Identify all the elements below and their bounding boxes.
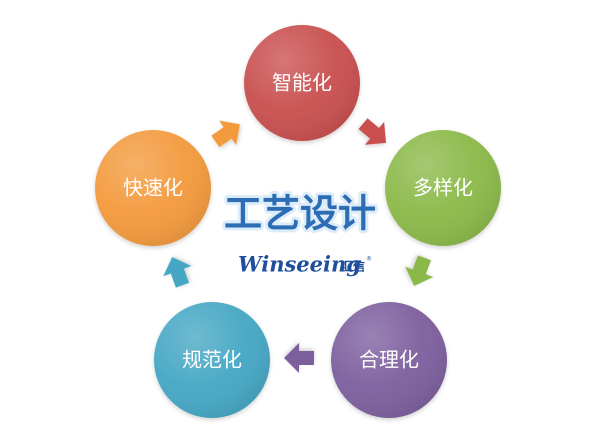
cycle-node-shading — [154, 302, 270, 418]
flow-arrow — [211, 120, 240, 148]
cycle-node-shading — [331, 302, 447, 418]
flow-arrow-shape — [211, 120, 240, 148]
cycle-node: 快速化 — [95, 130, 211, 246]
cycle-node-shading — [385, 130, 501, 246]
brand-registered-mark: ® — [366, 256, 372, 263]
cycle-node-label: 智能化 — [272, 71, 332, 95]
cycle-node-label: 合理化 — [359, 348, 419, 372]
cycle-node: 规范化 — [154, 302, 270, 418]
cycle-node-label: 快速化 — [123, 176, 183, 200]
center-block: 工艺设计 Winseeing 汇信 ® — [221, 189, 379, 277]
cycle-node-label: 多样化 — [413, 176, 473, 200]
flow-arrow-shape — [284, 343, 314, 373]
brand-logo-text: Winseeing — [238, 252, 361, 277]
flow-arrow — [405, 255, 434, 286]
cycle-node-label: 规范化 — [182, 348, 242, 372]
flow-arrow-shape — [358, 118, 387, 145]
center-title: 工艺设计 — [224, 192, 376, 236]
brand-logo-cn: 汇信 — [341, 259, 365, 274]
flow-arrow-shape — [405, 255, 434, 286]
cycle-node-shading — [95, 130, 211, 246]
flow-arrow-shape — [163, 257, 192, 288]
arrows-layer — [163, 118, 434, 373]
flow-arrow — [358, 118, 387, 145]
cycle-node: 多样化 — [385, 130, 501, 246]
cycle-node: 合理化 — [331, 302, 447, 418]
cycle-node: 智能化 — [244, 25, 360, 141]
flow-arrow — [284, 343, 314, 373]
flow-arrow — [163, 257, 192, 288]
cycle-node-shading — [244, 25, 360, 141]
